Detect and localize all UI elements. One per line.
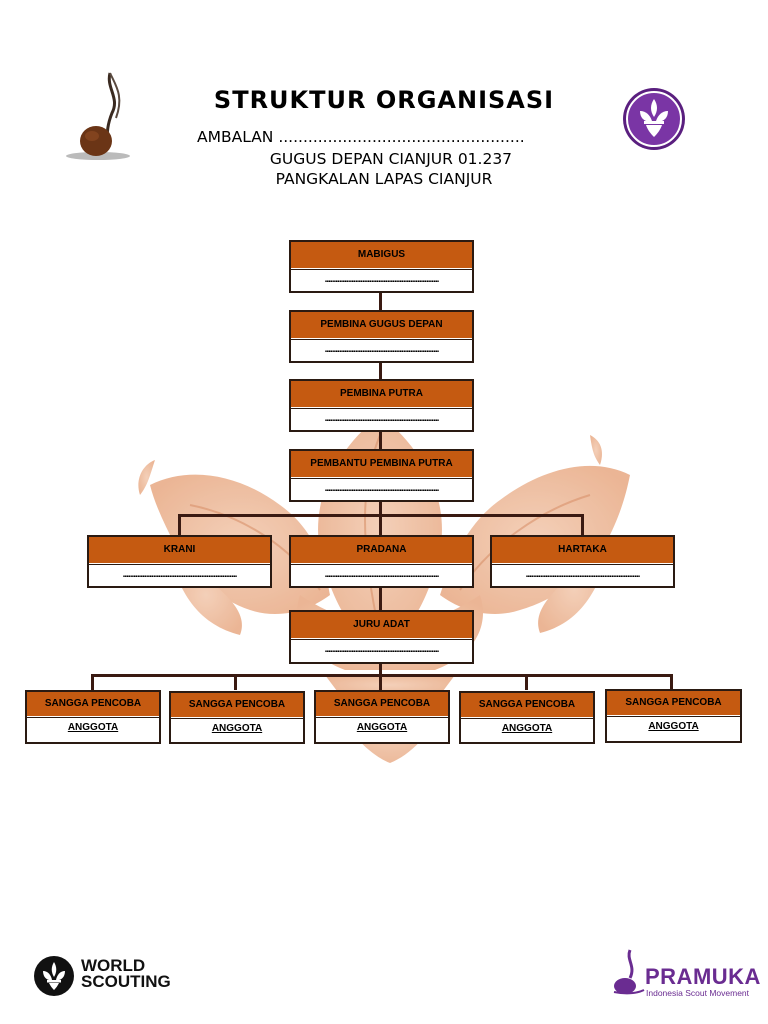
box-pembantu-pembina-putra: PEMBANTU PEMBINA PUTRA .................… (289, 449, 474, 502)
tunas-kelapa-icon (66, 72, 130, 160)
box-member: ANGGOTA (501, 723, 553, 734)
box-name-placeholder: ........................................… (324, 483, 440, 494)
box-name-placeholder: ........................................… (525, 569, 641, 580)
box-title: PEMBINA PUTRA (291, 381, 472, 408)
box-title: JURU ADAT (291, 612, 472, 639)
box-pembina-gugus-depan: PEMBINA GUGUS DEPAN ....................… (289, 310, 474, 363)
pangkalan-line: PANGKALAN LAPAS CIANJUR (275, 170, 493, 188)
box-sangga-pencoba: SANGGA PENCOBA ANGGOTA (459, 691, 595, 744)
connector-line (178, 514, 584, 517)
box-title: HARTAKA (492, 537, 673, 564)
box-name-placeholder: ........................................… (324, 569, 440, 580)
pramuka-subtitle: Indonesia Scout Movement (646, 988, 750, 998)
box-juru-adat: JURU ADAT ..............................… (289, 610, 474, 664)
box-title: KRANI (89, 537, 270, 564)
connector-line (379, 292, 382, 310)
box-sangga-pencoba: SANGGA PENCOBA ANGGOTA (314, 690, 450, 744)
connector-line (670, 674, 673, 690)
box-name-placeholder: ........................................… (324, 644, 440, 655)
box-title: SANGGA PENCOBA (316, 692, 448, 717)
box-name-placeholder: ........................................… (324, 413, 440, 424)
box-title: SANGGA PENCOBA (607, 691, 740, 716)
world-scouting-wordmark: WORLD SCOUTING (81, 956, 171, 991)
ambalan-line: AMBALAN ................................… (197, 128, 525, 146)
connector-line (379, 431, 382, 450)
box-hartaka: HARTAKA ................................… (490, 535, 675, 588)
box-member: ANGGOTA (211, 723, 263, 734)
box-pembina-putra: PEMBINA PUTRA ..........................… (289, 379, 474, 432)
world-scouting-icon (34, 956, 74, 996)
box-sangga-pencoba: SANGGA PENCOBA ANGGOTA (25, 690, 161, 744)
connector-line (234, 674, 237, 690)
box-sangga-pencoba: SANGGA PENCOBA ANGGOTA (169, 691, 305, 744)
page-title: STRUKTUR ORGANISASI (213, 86, 555, 114)
box-title: SANGGA PENCOBA (27, 692, 159, 717)
box-pradana: PRADANA ................................… (289, 535, 474, 588)
connector-line (91, 674, 673, 677)
box-title: PEMBINA GUGUS DEPAN (291, 312, 472, 339)
box-title: SANGGA PENCOBA (171, 693, 303, 718)
box-name-placeholder: ........................................… (324, 274, 440, 285)
wosm-purple-badge-icon (623, 88, 685, 150)
connector-line (379, 362, 382, 380)
connector-line (525, 674, 528, 690)
pramuka-icon (613, 949, 645, 995)
box-name-placeholder: ........................................… (122, 569, 238, 580)
box-krani: KRANI ..................................… (87, 535, 272, 588)
box-name-placeholder: ........................................… (324, 344, 440, 355)
connector-line (178, 514, 181, 536)
world-scouting-line2: SCOUTING (81, 972, 171, 991)
box-title: PRADANA (291, 537, 472, 564)
box-member: ANGGOTA (67, 722, 119, 733)
box-member: ANGGOTA (648, 721, 699, 732)
connector-line (91, 674, 94, 690)
box-title: MABIGUS (291, 242, 472, 269)
connector-line (379, 500, 382, 536)
box-member: ANGGOTA (356, 722, 408, 733)
box-title: PEMBANTU PEMBINA PUTRA (291, 451, 472, 478)
connector-line (379, 588, 382, 610)
box-mabigus: MABIGUS ................................… (289, 240, 474, 293)
box-sangga-pencoba: SANGGA PENCOBA ANGGOTA (605, 689, 742, 743)
pramuka-wordmark: PRAMUKA (645, 964, 761, 989)
box-title: SANGGA PENCOBA (461, 693, 593, 718)
world-scouting-line1: WORLD (81, 956, 146, 975)
connector-line (581, 514, 584, 536)
gugus-depan-line: GUGUS DEPAN CIANJUR 01.237 (269, 150, 513, 168)
